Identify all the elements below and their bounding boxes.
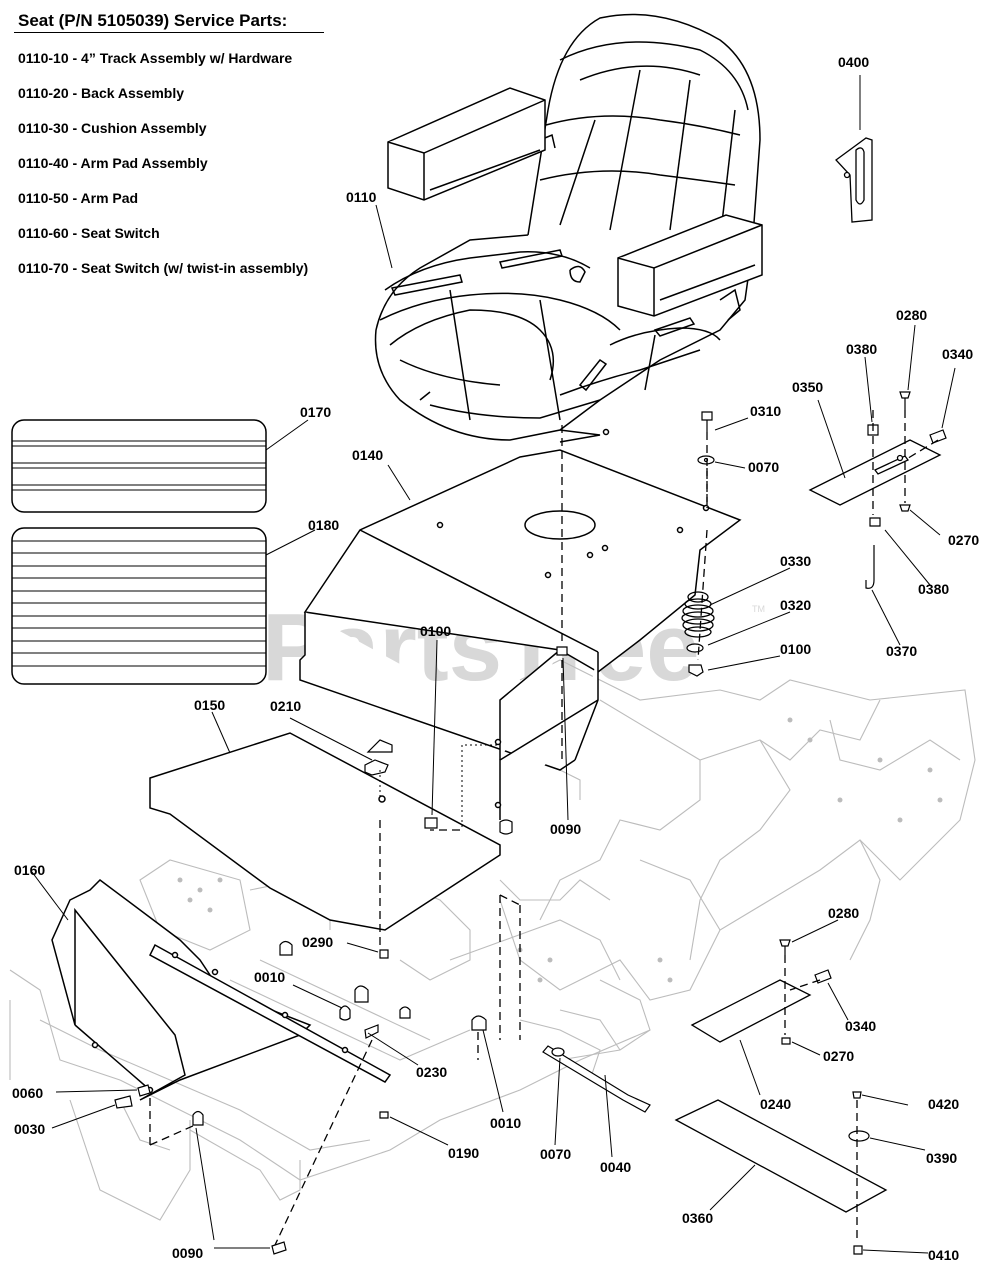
assembly-lines	[149, 410, 939, 1246]
callout-0350: 0350	[792, 379, 823, 395]
switch-plate-0350	[808, 439, 942, 506]
plate-0150	[149, 732, 501, 931]
bracket-0400	[835, 137, 873, 223]
callout-0210: 0210	[270, 698, 301, 714]
hardware	[114, 391, 947, 1255]
callout-0010: 0010	[490, 1115, 521, 1131]
callout-0340: 0340	[942, 346, 973, 362]
callout-0270: 0270	[823, 1048, 854, 1064]
callout-0330: 0330	[780, 553, 811, 569]
service-part-item: 0110-40 - Arm Pad Assembly	[18, 155, 208, 171]
callout-0100: 0100	[780, 641, 811, 657]
callout-0090: 0090	[550, 821, 581, 837]
service-part-item: 0110-60 - Seat Switch	[18, 225, 160, 241]
callout-0310: 0310	[750, 403, 781, 419]
callout-0400: 0400	[838, 54, 869, 70]
seat-assembly	[374, 13, 761, 443]
dotted-guide	[379, 744, 498, 830]
callout-0060: 0060	[12, 1085, 43, 1101]
watermark-trademark: TM	[752, 604, 765, 614]
callout-0380: 0380	[846, 341, 877, 357]
service-part-item: 0110-10 - 4” Track Assembly w/ Hardware	[18, 50, 293, 66]
callout-0190: 0190	[448, 1145, 479, 1161]
chassis-frame	[9, 659, 976, 1221]
callout-0070: 0070	[540, 1146, 571, 1162]
page-title: Seat (P/N 5105039) Service Parts:	[18, 11, 288, 30]
arm-pad-right	[617, 214, 763, 317]
callout-0360: 0360	[682, 1210, 713, 1226]
leader-lines	[31, 75, 956, 1254]
service-part-item: 0110-70 - Seat Switch (w/ twist-in assem…	[18, 260, 309, 276]
callout-0340: 0340	[845, 1018, 876, 1034]
callout-0150: 0150	[194, 697, 225, 713]
callout-0040: 0040	[600, 1159, 631, 1175]
panel-0160	[51, 879, 392, 1101]
callout-0370: 0370	[886, 643, 917, 659]
decal-0180	[11, 527, 267, 685]
callout-0170: 0170	[300, 404, 331, 420]
arm-pad-left	[387, 87, 546, 201]
callout-0090: 0090	[172, 1245, 203, 1261]
callout-0230: 0230	[416, 1064, 447, 1080]
seat-pan-0140	[299, 428, 742, 820]
callout-0010: 0010	[254, 969, 285, 985]
callout-0070: 0070	[748, 459, 779, 475]
service-part-item: 0110-50 - Arm Pad	[18, 190, 139, 206]
callout-labels: 0400 0110 0280 0380 0340 0350 0170 0310 …	[12, 54, 979, 1263]
callout-0420: 0420	[928, 1096, 959, 1112]
plate-0360	[674, 1099, 888, 1213]
callout-0320: 0320	[780, 597, 811, 613]
callout-0100: 0100	[420, 623, 451, 639]
title-underline	[14, 32, 324, 33]
callout-0240: 0240	[760, 1096, 791, 1112]
callout-0110: 0110	[346, 189, 377, 205]
service-part-item: 0110-30 - Cushion Assembly	[18, 120, 207, 136]
callout-0030: 0030	[14, 1121, 45, 1137]
callout-0140: 0140	[352, 447, 383, 463]
callout-0380: 0380	[918, 581, 949, 597]
decal-0170	[11, 419, 267, 513]
callout-0410: 0410	[928, 1247, 959, 1263]
service-part-item: 0110-20 - Back Assembly	[18, 85, 185, 101]
callout-0390: 0390	[926, 1150, 957, 1166]
callout-0270: 0270	[948, 532, 979, 548]
callout-0160: 0160	[14, 862, 45, 878]
callout-0290: 0290	[302, 934, 333, 950]
switch-plate-0240	[690, 979, 812, 1043]
callout-0280: 0280	[896, 307, 927, 323]
callout-0180: 0180	[308, 517, 339, 533]
callout-0280: 0280	[828, 905, 859, 921]
